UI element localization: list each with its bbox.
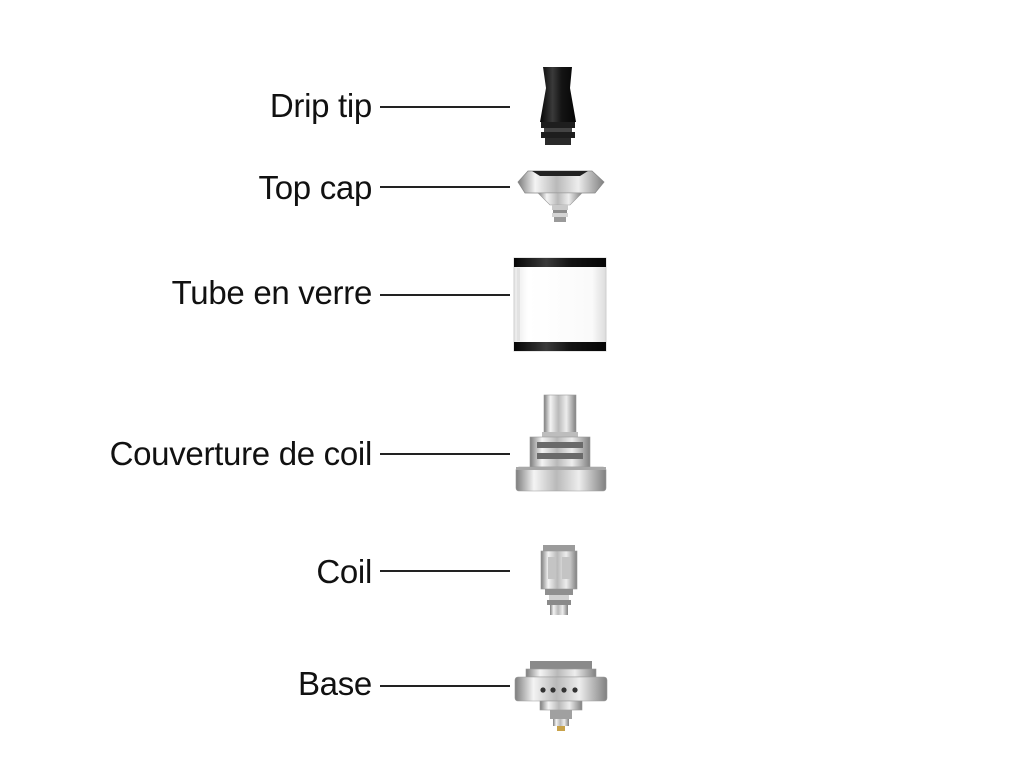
top-cap-part — [517, 170, 605, 222]
glass-tube-part — [513, 257, 607, 352]
label-base: Base — [297, 665, 372, 702]
leader-line-coil-cover — [380, 453, 510, 455]
leader-line-top-cap — [380, 186, 510, 188]
label-coil: Coil — [316, 553, 372, 590]
coil-part — [540, 545, 578, 615]
base-part — [514, 661, 608, 731]
leader-line-drip-tip — [380, 106, 510, 108]
label-coil-cover: Couverture de coil — [109, 435, 373, 472]
leader-line-base — [380, 685, 510, 687]
coil-cover-part — [515, 394, 607, 492]
leader-line-tube — [380, 294, 510, 296]
label-top-cap: Top cap — [258, 169, 373, 206]
leader-line-coil — [380, 570, 510, 572]
label-drip-tip: Drip tip — [269, 87, 372, 124]
drip-tip-part — [540, 67, 576, 145]
label-tube: Tube en verre — [171, 274, 373, 311]
